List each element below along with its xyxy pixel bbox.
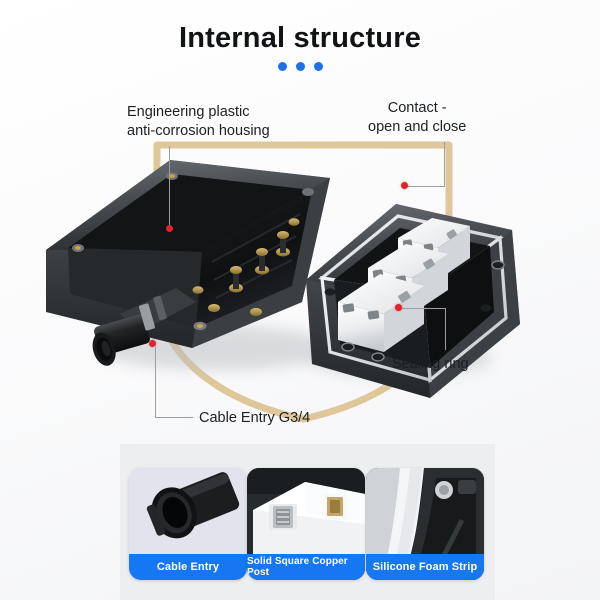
dot-1 xyxy=(277,62,287,71)
thumbnail-card-copper-post[interactable]: Solid Square Copper Post xyxy=(247,468,365,580)
dot-3 xyxy=(313,62,323,71)
marker-contact xyxy=(401,182,408,189)
enclosure-lid-part xyxy=(306,204,520,398)
copper-post-square xyxy=(323,494,347,520)
callout-sealing-ring: Sealing ring xyxy=(392,356,469,372)
terminal-block-3 xyxy=(338,274,424,352)
leader-cable-horizontal xyxy=(155,417,193,418)
leader-sealing-horizontal xyxy=(402,308,446,309)
lid-screw-holes xyxy=(324,260,505,362)
title-dot-decoration xyxy=(0,62,600,71)
page-title: Internal structure xyxy=(178,22,422,54)
marker-cable xyxy=(149,340,156,347)
leader-housing-vertical xyxy=(169,146,170,230)
leader-cable-vertical xyxy=(155,347,156,417)
callout-housing: Engineering plastic anti-corrosion housi… xyxy=(127,104,270,139)
thumbnail-caption: Cable Entry xyxy=(129,554,247,580)
enclosure-base-part xyxy=(46,160,330,366)
leader-contact-horizontal xyxy=(407,186,445,187)
dot-2 xyxy=(295,62,305,71)
thumbnail-caption: Solid Square Copper Post xyxy=(247,554,365,580)
product-illustration xyxy=(46,160,520,398)
thumbnail-card-cable-entry[interactable]: Cable Entry xyxy=(129,468,247,580)
leader-sealing-vertical xyxy=(445,308,446,350)
marker-housing xyxy=(166,225,173,232)
copper-screw-terminal xyxy=(273,506,293,528)
leader-contact-vertical xyxy=(444,142,445,186)
callout-contact: Contact - open and close xyxy=(368,100,467,135)
thumbnail-card-foam-strip[interactable]: Silicone Foam Strip xyxy=(366,468,484,580)
marker-sealing xyxy=(395,304,402,311)
brass-inserts xyxy=(192,218,300,316)
callout-cable-entry: Cable Entry G3/4 xyxy=(199,410,311,426)
cable-gland xyxy=(92,288,196,366)
thumbnail-caption: Silicone Foam Strip xyxy=(366,554,484,580)
